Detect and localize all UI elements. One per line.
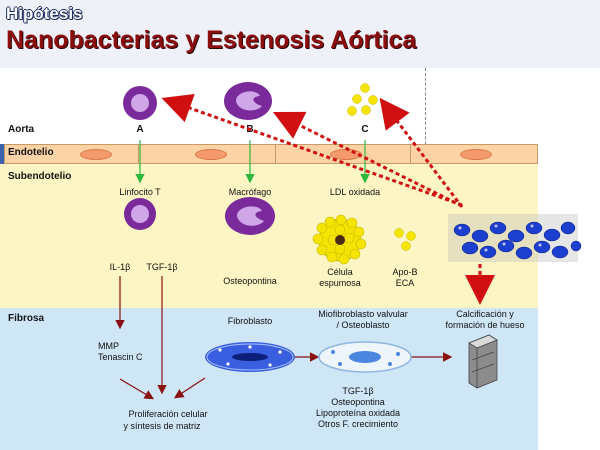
label-miofibroblasto: Miofibroblasto valvular xyxy=(318,309,408,319)
label-tgf1b: TGF-1β xyxy=(146,262,178,272)
label-tenascin: Tenascin C xyxy=(98,352,143,362)
endothelial-nucleus xyxy=(460,149,492,160)
dashed-divider xyxy=(425,68,426,164)
label-linfocito-top: Linfocito T xyxy=(121,71,163,81)
label-osteopontina: Osteopontina xyxy=(223,276,277,286)
marker-c: C xyxy=(361,124,369,135)
nanobacteria-cluster xyxy=(448,214,582,262)
ldl-particles xyxy=(347,83,378,116)
bone-calcification xyxy=(468,334,498,389)
myofibroblast-cell xyxy=(318,341,412,373)
endothelium-cell-border xyxy=(138,144,139,164)
label-il1b: IL-1β xyxy=(109,262,131,272)
page-title: Nanobacterias y Estenosis Aórtica xyxy=(6,26,417,54)
label-factor: TGF-1β xyxy=(342,386,374,396)
label-formacion-hueso: formación de hueso xyxy=(445,320,525,330)
foam-cell xyxy=(312,214,367,265)
label-monocito: Monocito xyxy=(231,71,269,81)
supertitle: Hipótesis xyxy=(6,4,83,23)
marker-a: A xyxy=(136,124,144,135)
label-factor: Lipoproteína oxidada xyxy=(315,408,401,418)
label-mmp: MMP xyxy=(98,341,119,351)
fibroblast-cell xyxy=(205,342,295,372)
label-espumosa: espumosa xyxy=(319,278,361,288)
label-factor: Osteopontina xyxy=(331,397,385,407)
label-celula: Célula xyxy=(327,267,353,277)
label-factor: Otros F. crecimiento xyxy=(317,419,399,429)
endothelial-nucleus xyxy=(80,149,112,160)
title-header: Hipótesis Nanobacterias y Estenosis Aórt… xyxy=(0,0,600,68)
label-linfocito-sub: Linfocito T xyxy=(119,187,161,197)
monocyte-cell xyxy=(224,82,272,120)
fibrosa-band xyxy=(0,308,538,450)
region-label-endotelio: Endotelio xyxy=(8,147,54,158)
label-fibroblasto: Fibroblasto xyxy=(227,316,273,326)
apob-particles xyxy=(394,228,416,251)
endothelium-cell-border xyxy=(410,144,411,164)
lymphocyte-cell xyxy=(124,198,156,230)
macrophage-cell xyxy=(225,197,275,235)
endothelium-cell-border xyxy=(275,144,276,164)
label-ldl-oxidada: LDL oxidada xyxy=(329,187,381,197)
label-apob: Apo-B xyxy=(392,267,418,277)
red-dotted-arrow xyxy=(161,93,495,305)
green-arrow xyxy=(135,140,370,184)
label-sintesis: y síntesis de matriz xyxy=(123,421,201,431)
label-proliferacion: Proliferación celular xyxy=(128,409,208,419)
region-label-fibrosa: Fibrosa xyxy=(8,313,45,324)
darkred-arrow xyxy=(115,276,453,400)
endothelial-nucleus xyxy=(195,149,227,160)
endothelium-layer xyxy=(4,144,538,164)
region-label-aorta: Aorta xyxy=(8,124,35,135)
label-osteoblasto: / Osteoblasto xyxy=(336,320,390,330)
lymphocyte-cell xyxy=(123,86,157,120)
right-panel xyxy=(538,144,600,450)
label-lipoproteinas: Lipoproteínas LDL xyxy=(328,71,402,81)
label-macrofago: Macrófago xyxy=(228,187,272,197)
label-calcificacion: Calcificación y xyxy=(456,309,514,319)
region-label-subendotelio: Subendotelio xyxy=(8,171,72,182)
label-eca: ECA xyxy=(395,278,415,288)
